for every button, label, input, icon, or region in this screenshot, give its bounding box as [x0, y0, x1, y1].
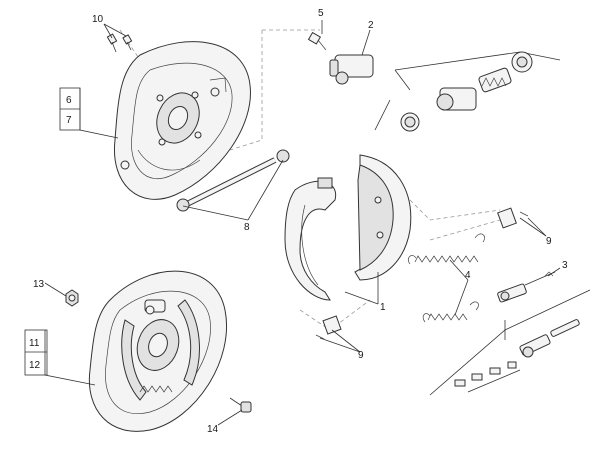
- brake-hose-part-8: [176, 149, 290, 212]
- callout-1: 1: [380, 302, 386, 313]
- wheel-cylinder-part-2: [307, 31, 374, 85]
- callout-8: 8: [244, 222, 250, 233]
- callout-5: 5: [318, 8, 324, 19]
- adjuster-part-3: [497, 271, 556, 303]
- callout-12: 12: [29, 360, 41, 371]
- callout-7: 7: [66, 115, 72, 126]
- callout-10: 10: [92, 14, 104, 25]
- springs-part-4: [407, 233, 485, 323]
- callout-2: 2: [368, 20, 374, 31]
- callout-3: 3: [562, 260, 568, 271]
- bolt-part-14: [229, 397, 252, 413]
- wheel-cylinder-exploded: [374, 51, 561, 132]
- lower-backing-plate: [88, 270, 227, 432]
- nut-part-13: [65, 289, 79, 307]
- callout-13: 13: [33, 279, 45, 290]
- bolts-part-10: [106, 33, 133, 53]
- callout-6: 6: [66, 95, 72, 106]
- callout-4: 4: [465, 270, 471, 281]
- callout-labels: 1 2 3 4 5 6 7 8 9 9 10 11 12 13 14: [29, 8, 568, 435]
- callout-11: 11: [29, 338, 40, 349]
- adjuster-exploded: [429, 289, 591, 396]
- callout-9b: 9: [358, 350, 364, 361]
- callout-14: 14: [207, 424, 219, 435]
- brake-shoes-part-1: [284, 154, 412, 301]
- upper-backing-plate: [113, 41, 251, 200]
- callout-9a: 9: [546, 236, 552, 247]
- callout-brackets: [24, 87, 81, 376]
- clips-part-9: [315, 207, 529, 340]
